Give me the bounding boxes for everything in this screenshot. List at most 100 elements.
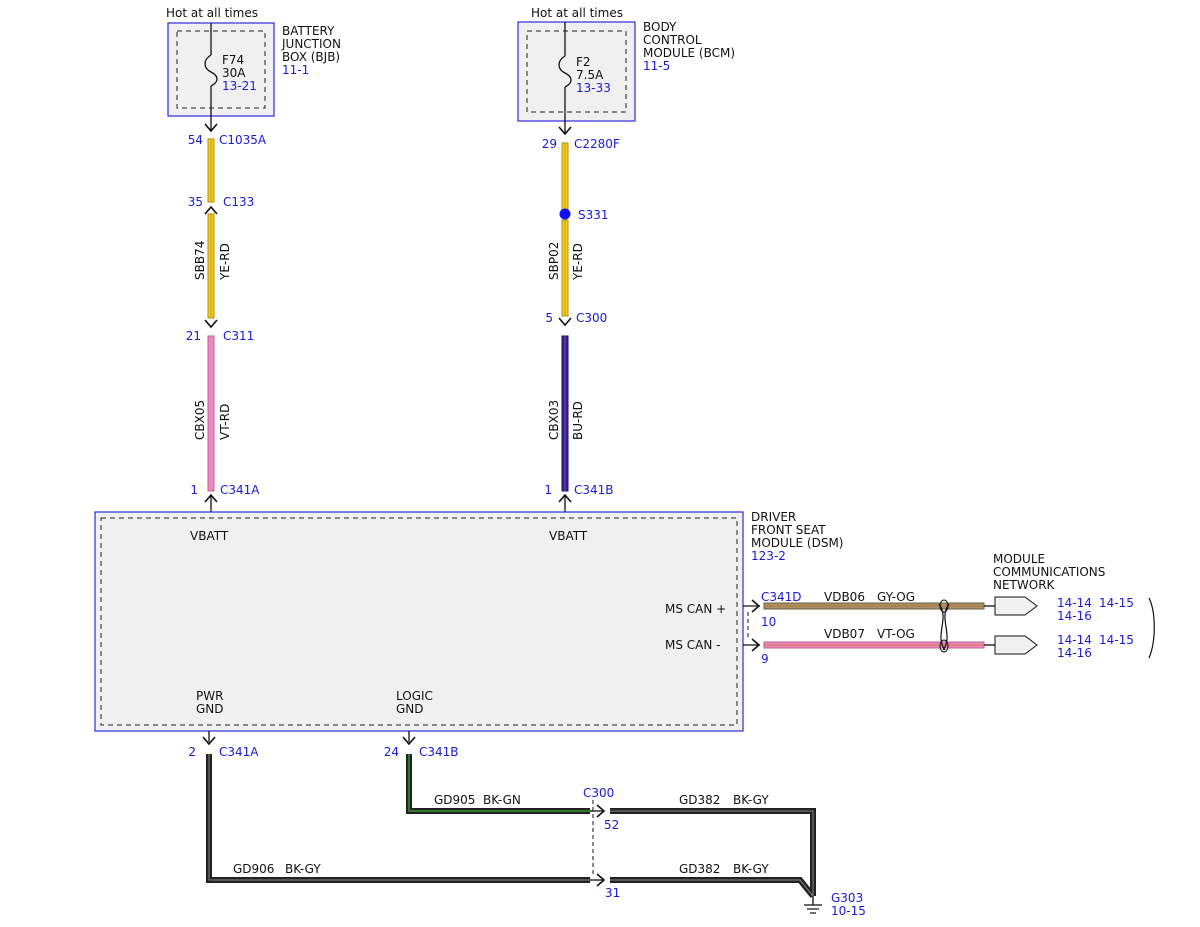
connector-arrow-c2280f — [558, 126, 572, 136]
network-connector-minus-icon — [994, 635, 1038, 655]
c300-pin31-arrow — [596, 873, 606, 887]
bjb-line1: BATTERY — [282, 24, 335, 38]
can-minus-arrow — [751, 638, 761, 652]
color-bk-gy-top: BK-GY — [733, 793, 769, 807]
circuit-gd382-top: GD382 — [679, 793, 720, 807]
dsm-line3: MODULE (DSM) — [751, 536, 843, 550]
pin-31: 31 — [605, 886, 620, 900]
conn-c300-bottom: C300 — [583, 786, 614, 800]
dsm-line1: DRIVER — [751, 510, 796, 524]
conn-c341d: C341D — [761, 590, 802, 604]
splice-s331-icon — [559, 208, 571, 220]
conn-c311: C311 — [223, 329, 254, 343]
network-line1: MODULE — [993, 552, 1045, 566]
color-vt-og: VT-OG — [877, 627, 915, 641]
connector-arrow-c311 — [204, 319, 218, 329]
bcm-ref: 11-5 — [643, 59, 670, 73]
color-bk-gy-bottom: BK-GY — [733, 862, 769, 876]
dsm-ref: 123-2 — [751, 549, 786, 563]
network-line3: NETWORK — [993, 578, 1056, 592]
pwr-label: PWR — [196, 689, 223, 703]
driver-front-seat-module: DRIVER FRONT SEAT MODULE (DSM) 123-2 VBA… — [94, 510, 843, 732]
pin-54: 54 — [188, 133, 203, 147]
fuse-ref-13-33: 13-33 — [576, 81, 611, 95]
left-power-circuit: 54 C1035A 35 C133 SBB74 YE-RD 21 C311 CB… — [186, 123, 267, 518]
ref-14-15-a: 14-15 — [1099, 596, 1134, 610]
conn-c341b-top: C341B — [574, 483, 614, 497]
color-ye-rd-left: YE-RD — [218, 243, 232, 281]
connector-arrow-c300 — [558, 317, 572, 327]
wire-gd382 — [610, 808, 816, 898]
connector-arrow-c1035a — [204, 123, 218, 133]
bjb-line3: BOX (BJB) — [282, 50, 340, 64]
ref-14-14-a: 14-14 — [1057, 596, 1092, 610]
hot-at-all-times-right: Hot at all times — [531, 6, 623, 20]
network-line2: COMMUNICATIONS — [993, 565, 1105, 579]
network-connector-plus-icon — [994, 596, 1038, 616]
conn-c300-top: C300 — [576, 311, 607, 325]
circuit-gd906: GD906 — [233, 862, 274, 876]
body-control-module: Hot at all times F2 7.5A 13-33 BODY CONT… — [517, 6, 735, 133]
pin-1-right: 1 — [544, 483, 552, 497]
pin-5: 5 — [545, 311, 553, 325]
vbatt-right-label: VBATT — [549, 529, 588, 543]
ground-g303: G303 — [831, 891, 863, 905]
fuse-name-f74: F74 — [222, 53, 244, 67]
pin-21: 21 — [186, 329, 201, 343]
bcm-line1: BODY — [643, 20, 677, 34]
bcm-line3: MODULE (BCM) — [643, 46, 735, 60]
ground-arrow-c341a — [202, 736, 216, 746]
fuse-amp-7-5a: 7.5A — [576, 68, 604, 82]
ground-arrow-c341b — [402, 736, 416, 746]
pin-9: 9 — [761, 652, 769, 666]
circuit-cbx03: CBX03 — [547, 400, 561, 440]
bcm-line2: CONTROL — [643, 33, 702, 47]
conn-c1035a: C1035A — [219, 133, 267, 147]
ground-g303-ref: 10-15 — [831, 904, 866, 918]
logic-gnd-label: GND — [396, 702, 424, 716]
conn-c133: C133 — [223, 195, 254, 209]
can-network: C341D 10 9 VDB06 GY-OG VDB07 VT-OG MODUL… — [743, 552, 1155, 666]
twisted-pair-icon — [938, 603, 950, 651]
circuit-gd905: GD905 — [434, 793, 475, 807]
conn-c2280f: C2280F — [574, 137, 620, 151]
color-bk-gy-gd906: BK-GY — [285, 862, 321, 876]
ms-can-minus-label: MS CAN - — [665, 638, 721, 652]
wire-cbx05 — [207, 335, 215, 492]
pin-2: 2 — [188, 745, 196, 759]
fuse-f74-icon — [204, 54, 218, 87]
can-plus-arrow — [751, 599, 761, 613]
fuse-amp-30a: 30A — [222, 66, 246, 80]
pin-24: 24 — [384, 745, 399, 759]
circuit-vdb06: VDB06 — [824, 590, 865, 604]
splice-s331-label: S331 — [578, 208, 609, 222]
color-vt-rd: VT-RD — [218, 404, 232, 440]
pwr-gnd-label: GND — [196, 702, 224, 716]
circuit-gd382-bottom: GD382 — [679, 862, 720, 876]
circuit-sbb74: SBB74 — [193, 241, 207, 280]
fuse-name-f2: F2 — [576, 55, 591, 69]
circuit-vdb07: VDB07 — [824, 627, 865, 641]
vbatt-left-label: VBATT — [190, 529, 229, 543]
ms-can-plus-label: MS CAN + — [665, 602, 726, 616]
connector-arrow-c133 — [204, 205, 218, 215]
ground-circuits: 2 C341A 24 C341B GD905 BK-GN C300 52 31 … — [188, 731, 866, 918]
color-bk-gn: BK-GN — [483, 793, 521, 807]
bracket-icon — [1148, 597, 1155, 659]
ref-14-15-b: 14-15 — [1099, 633, 1134, 647]
dsm-line2: FRONT SEAT — [751, 523, 826, 537]
circuit-sbp02: SBP02 — [547, 242, 561, 280]
battery-junction-box: Hot at all times F74 30A 13-21 BATTERY J… — [166, 6, 341, 130]
ground-symbol-icon — [804, 904, 822, 914]
right-power-circuit: 29 C2280F S331 SBP02 YE-RD 5 C300 CBX03 … — [542, 126, 620, 518]
bjb-line2: JUNCTION — [281, 37, 341, 51]
hot-at-all-times-left: Hot at all times — [166, 6, 258, 20]
ref-14-16-b: 14-16 — [1057, 646, 1092, 660]
circuit-cbx05: CBX05 — [193, 400, 207, 440]
conn-c341a-top: C341A — [220, 483, 260, 497]
conn-c341a-bottom: C341A — [219, 745, 259, 759]
pin-52: 52 — [604, 818, 619, 832]
conn-c341b-bottom: C341B — [419, 745, 459, 759]
